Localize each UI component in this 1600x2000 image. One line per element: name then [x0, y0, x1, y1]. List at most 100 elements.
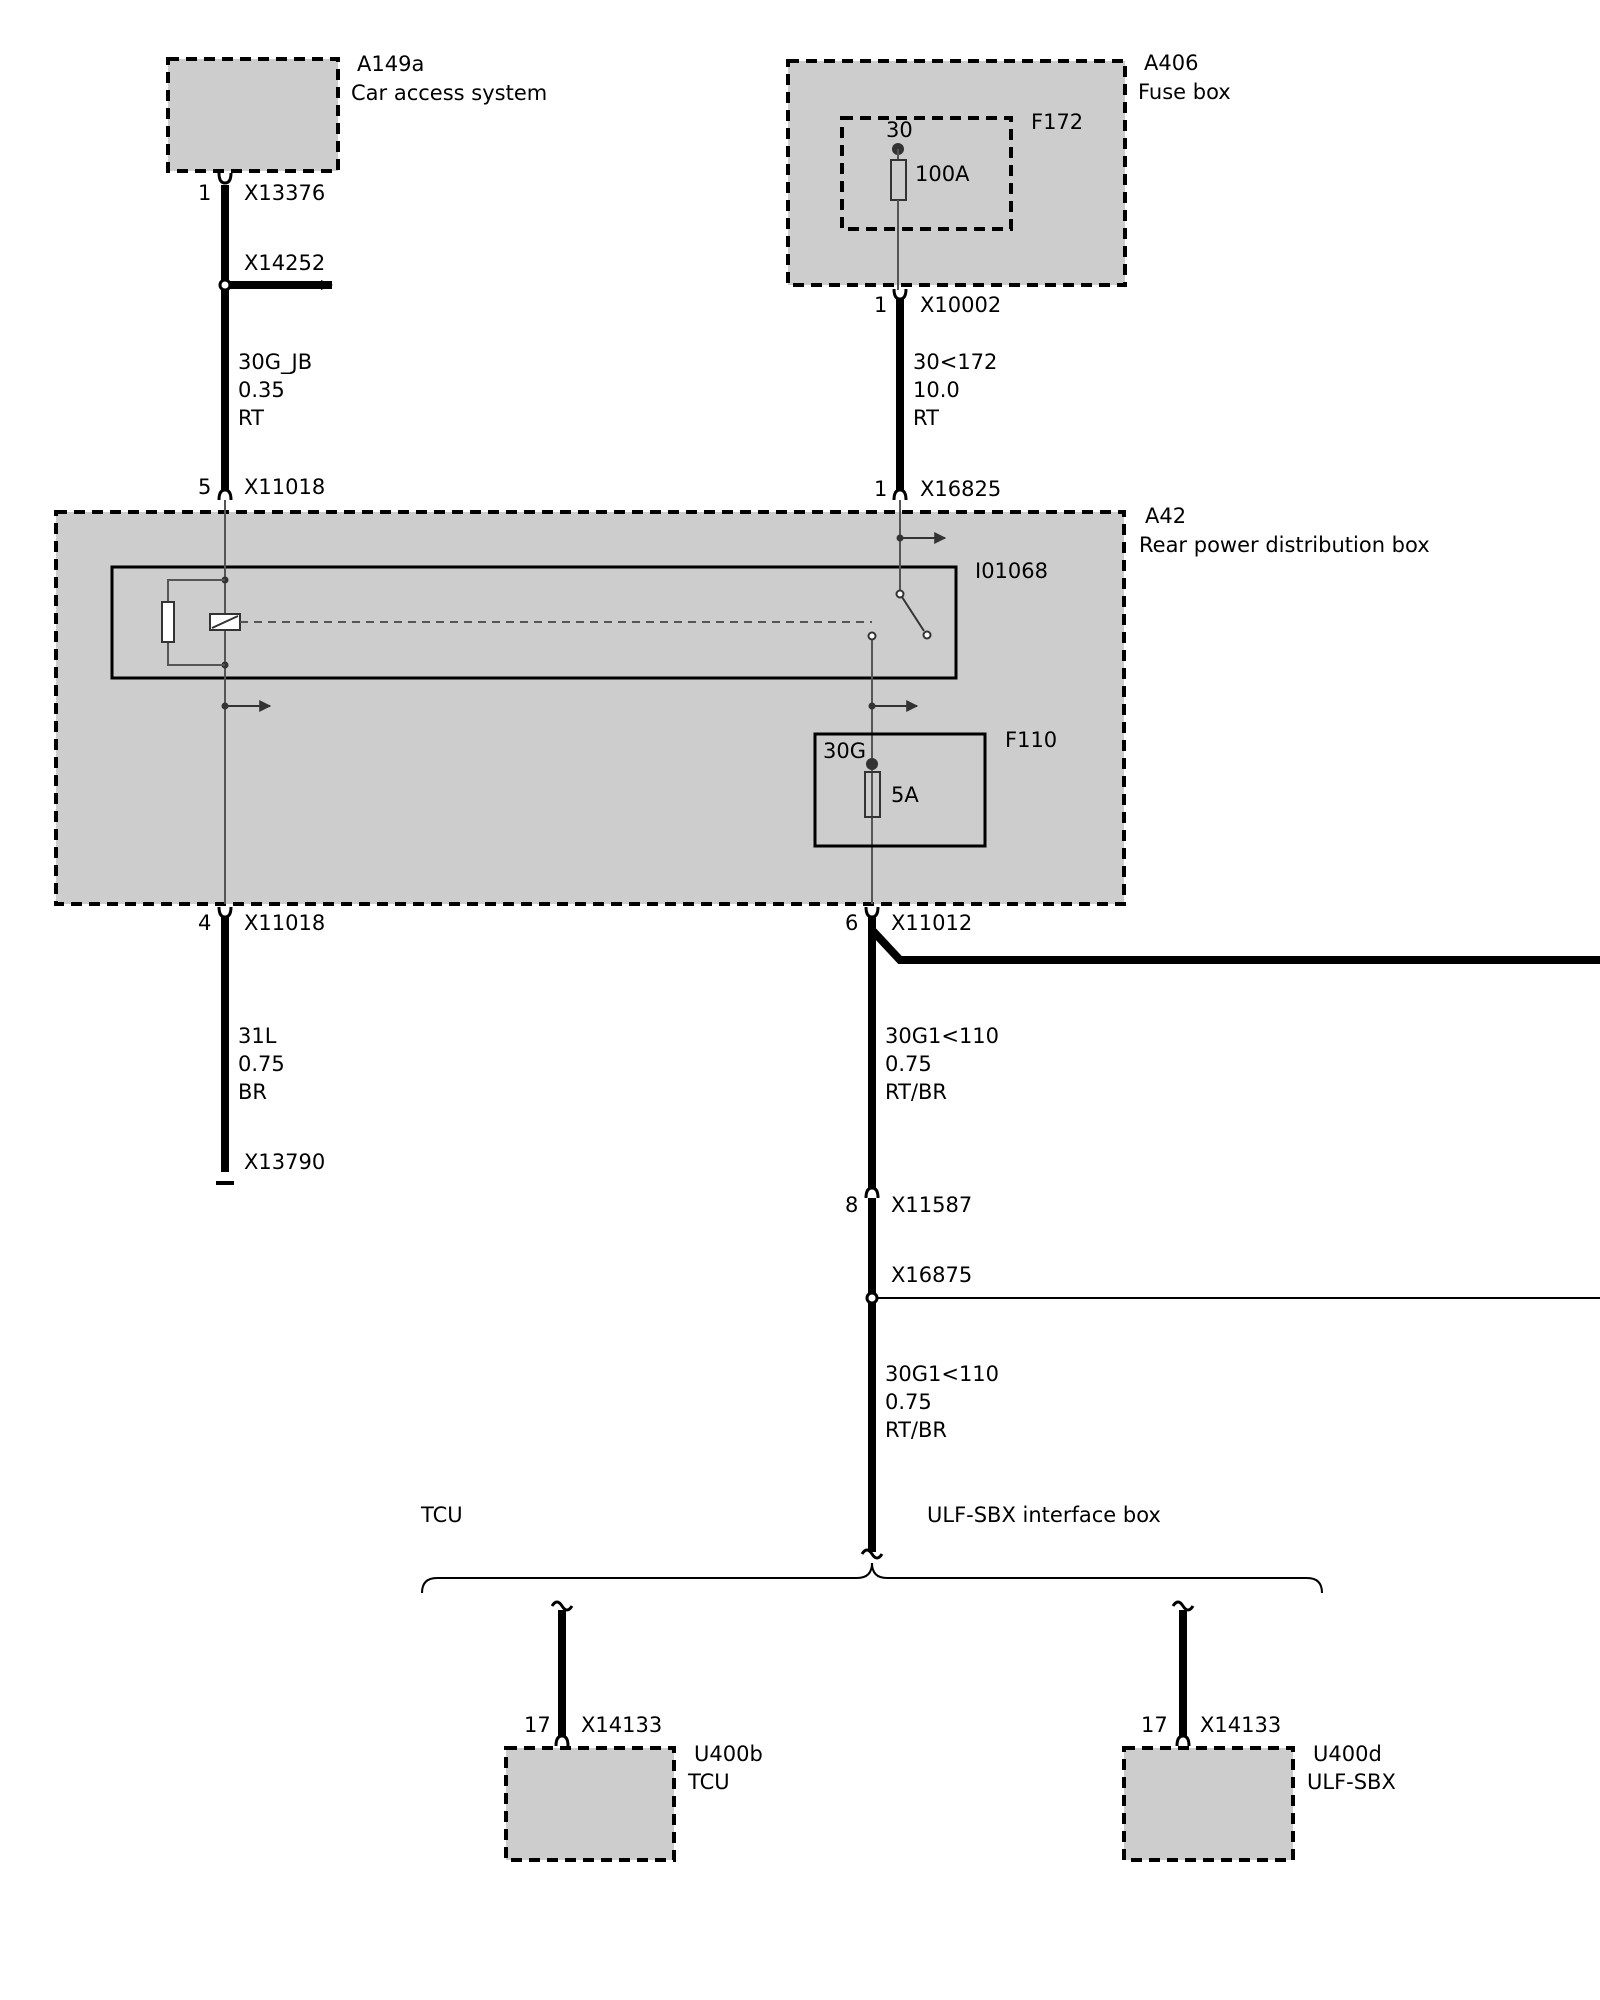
x11018-top-name: X11018 [244, 475, 325, 499]
f110-box [813, 732, 987, 848]
wire-label-30g-jb: 30G_JB 0.35 RT [238, 350, 312, 430]
f172-terminal: 30 [886, 118, 913, 142]
x11587-name: X11587 [891, 1193, 972, 1217]
wire-30-172-signal: 30<172 [913, 350, 997, 374]
x11018-bottom-pin: 4 [198, 911, 211, 935]
wire-30g-jb-color: RT [238, 406, 264, 430]
wire-label-30-172: 30<172 10.0 RT [913, 350, 997, 430]
x13790-name: X13790 [244, 1150, 325, 1174]
switch-contact-no [922, 630, 932, 640]
f172-box [840, 116, 1013, 231]
wire-30g1-lower-color: RT/BR [885, 1418, 947, 1442]
component-u400d: U400d ULF-SBX [1122, 1742, 1396, 1862]
connector-x14133-ulf: 17 X14133 [1141, 1713, 1281, 1737]
f110-terminal: 30G [823, 739, 866, 763]
wire-31l [216, 917, 234, 1185]
x11012-pin: 6 [845, 911, 858, 935]
wire-to-tcu [550, 1600, 574, 1736]
connector-mark-x14133-tcu [554, 1734, 570, 1747]
a406-id: A406 [1144, 51, 1198, 75]
connector-x11012: 6 X11012 [845, 911, 972, 935]
x14133-ulf-pin: 17 [1141, 1713, 1168, 1737]
f110-rating: 5A [891, 783, 919, 807]
f172-rating: 100A [915, 162, 970, 186]
wire-label-30g1-lower: 30G1<110 0.75 RT/BR [885, 1362, 999, 1442]
a42-name: Rear power distribution box [1139, 533, 1430, 557]
x14252-name: X14252 [244, 251, 325, 275]
wire-to-ulf [1171, 1600, 1195, 1736]
u400b-name: TCU [687, 1770, 730, 1794]
connector-x10002: 1 X10002 [874, 293, 1001, 317]
connector-x16825: 1 X16825 [874, 477, 1001, 501]
connector-x14133-tcu: 17 X14133 [524, 1713, 662, 1737]
x13376-name: X13376 [244, 181, 325, 205]
x11587-pin: 8 [845, 1193, 858, 1217]
component-u400b: U400b TCU [504, 1742, 763, 1862]
u400d-name: ULF-SBX [1307, 1770, 1396, 1794]
splice-x16875 [865, 1291, 879, 1305]
wave-break-ulf [1171, 1600, 1195, 1612]
x13376-pin: 1 [198, 181, 211, 205]
wire-30-172-color: RT [913, 406, 939, 430]
f172-id: F172 [1031, 110, 1083, 134]
component-a406: A406 Fuse box F172 30 100A [786, 51, 1231, 290]
connector-mark-x11587 [864, 1186, 880, 1199]
wire-31l-signal: 31L [238, 1024, 277, 1048]
a406-box [786, 59, 1127, 287]
wire-30g-jb-signal: 30G_JB [238, 350, 312, 375]
f110-fuse-icon [864, 771, 881, 818]
wire-30g1-upper-gauge: 0.75 [885, 1052, 932, 1076]
wire-label-31l: 31L 0.75 BR [238, 1024, 285, 1104]
variant-bracket [421, 1562, 1323, 1594]
x11012-name: X11012 [891, 911, 972, 935]
variant-label-ulf: ULF-SBX interface box [927, 1503, 1161, 1527]
relay-diode-icon [161, 601, 175, 643]
u400d-box [1122, 1746, 1295, 1862]
connector-mark-x14133-ulf [1175, 1734, 1191, 1747]
u400d-id: U400d [1313, 1742, 1382, 1766]
wire-30g1-lower-signal: 30G1<110 [885, 1362, 999, 1386]
variant-label-tcu: TCU [420, 1503, 463, 1527]
a149a-box [166, 57, 340, 173]
connector-x11018-bottom: 4 X11018 [198, 911, 325, 935]
wire-31l-gauge: 0.75 [238, 1052, 285, 1076]
a406-name: Fuse box [1138, 80, 1231, 104]
connector-mark-x11018-bottom [217, 906, 233, 919]
x11018-bottom-name: X11018 [244, 911, 325, 935]
x16825-pin: 1 [874, 477, 887, 501]
a149a-id: A149a [357, 52, 424, 76]
wire-30g1-110 [865, 917, 1600, 1552]
connector-x11587: 8 X11587 [845, 1193, 972, 1217]
wave-break-main [860, 1548, 884, 1560]
wave-break-tcu [550, 1600, 574, 1612]
x16875-name: X16875 [891, 1263, 972, 1287]
x14133-ulf-name: X14133 [1200, 1713, 1281, 1737]
x11018-top-pin: 5 [198, 475, 211, 499]
wire-30g-jb [218, 185, 333, 490]
component-a149a: A149a Car access system [166, 52, 547, 173]
connector-mark-x10002 [892, 288, 908, 301]
x16825-name: X16825 [920, 477, 1001, 501]
a42-box [54, 510, 1126, 906]
x14133-tcu-pin: 17 [524, 1713, 551, 1737]
connector-x13376: 1 X13376 [198, 181, 325, 205]
i01068-id: I01068 [975, 559, 1048, 583]
wire-30g1-lower-gauge: 0.75 [885, 1390, 932, 1414]
u400b-box [504, 1746, 676, 1862]
connector-x11018-top: 5 X11018 [198, 475, 325, 499]
wire-30g1-branch-right [869, 927, 1600, 964]
wire-31l-color: BR [238, 1080, 267, 1104]
connector-mark-x11018-top [217, 488, 233, 501]
a149a-name: Car access system [351, 81, 547, 105]
x10002-pin: 1 [874, 293, 887, 317]
wire-label-30g1-upper: 30G1<110 0.75 RT/BR [885, 1024, 999, 1104]
connector-mark-x11012 [864, 906, 880, 919]
switch-contact-common [895, 589, 905, 599]
relay-i01068-box [110, 565, 958, 680]
wire-30g1-upper-signal: 30G1<110 [885, 1024, 999, 1048]
x10002-name: X10002 [920, 293, 1001, 317]
relay-switch-blade [901, 596, 925, 632]
splice-x14252 [218, 278, 232, 292]
a42-id: A42 [1145, 504, 1186, 528]
